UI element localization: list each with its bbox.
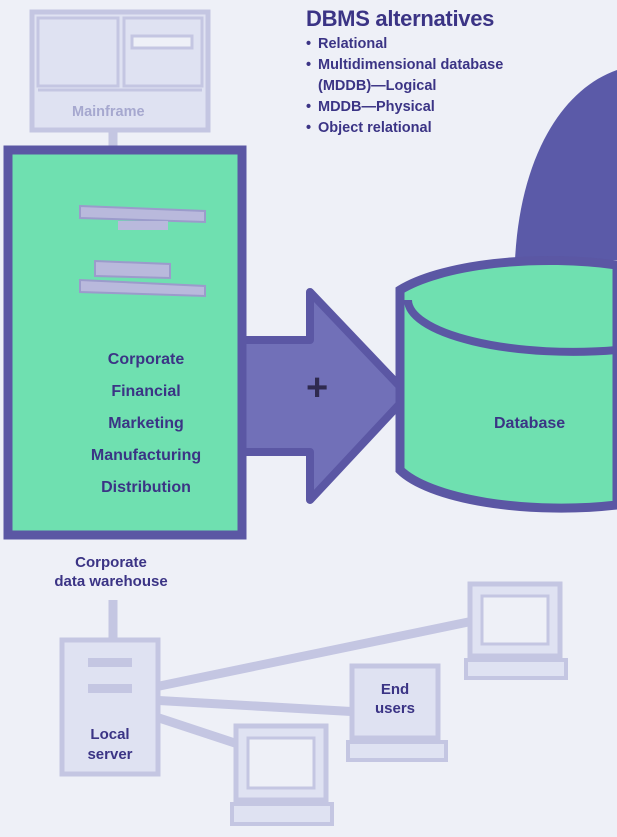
warehouse-categories: Corporate Financial Marketing Manufactur…: [62, 344, 230, 504]
alternative-item: •Multidimensional database: [306, 55, 503, 76]
plus-icon: +: [306, 367, 329, 409]
category-label: Financial: [111, 383, 181, 400]
workstation-bottom: [230, 723, 334, 826]
diagram-title: DBMS alternatives: [306, 6, 495, 31]
server-user2-connector: [149, 695, 361, 717]
bullet-icon: •: [306, 36, 312, 52]
local-server-label: Local server: [87, 726, 133, 763]
database-cylinder: [395, 255, 617, 513]
alternative-item: •Object relational: [306, 118, 503, 139]
end-users-label: End users: [374, 681, 416, 717]
local-server-icon: [59, 637, 161, 777]
bullet-icon: •: [306, 57, 312, 73]
category-label: Corporate: [107, 351, 185, 368]
alternative-item: •Relational: [306, 34, 503, 55]
server-user1-connector: [149, 615, 479, 693]
category-label: Manufacturing: [90, 447, 202, 464]
alternative-item: •MDDB—Physical: [306, 97, 503, 118]
dbms-alternatives-list: •Relational •Multidimensional database (…: [306, 34, 503, 139]
database-label: Database: [494, 415, 566, 432]
category-label: Marketing: [108, 415, 184, 432]
workstation-middle: [346, 663, 448, 762]
category-label: Distribution: [101, 479, 191, 496]
warehouse-caption: Corporate data warehouse: [54, 554, 168, 590]
background-dome: [515, 70, 617, 260]
mainframe-label: Mainframe: [72, 104, 145, 120]
bullet-icon: •: [306, 99, 312, 115]
alternative-item: (MDDB)—Logical: [318, 78, 437, 94]
warehouse-document-icon-1: [79, 204, 206, 230]
mainframe-icon: [29, 9, 211, 133]
workstation-top-right: [464, 581, 568, 680]
warehouse-document-icon-2: [79, 259, 206, 298]
bullet-icon: •: [306, 120, 312, 136]
